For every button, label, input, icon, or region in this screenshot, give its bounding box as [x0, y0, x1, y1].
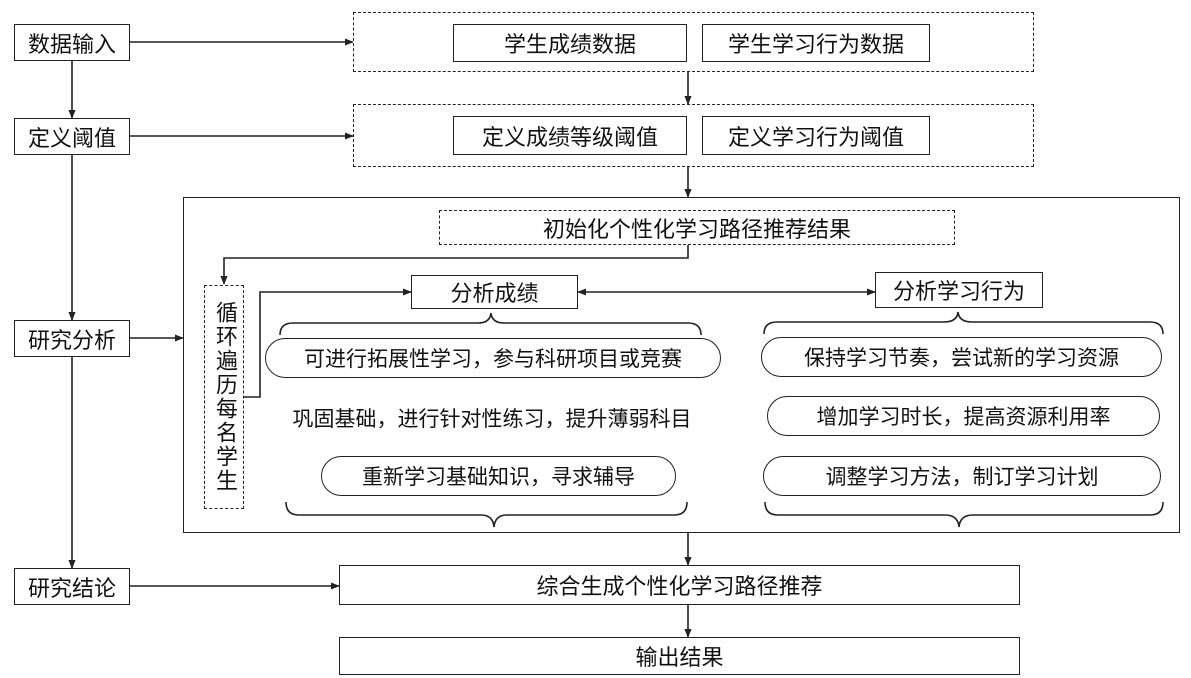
- output-box: 输出结果: [339, 637, 1020, 675]
- score-level-threshold: 定义成绩等级阈值: [453, 116, 687, 155]
- init-recommendation-result: 初始化个性化学习路径推荐结果: [439, 210, 955, 245]
- step-data-input: 数据输入: [14, 24, 130, 61]
- student-behavior-data: 学生学习行为数据: [702, 24, 930, 62]
- brace-behavior-top: [763, 311, 1164, 335]
- analyze-grade: 分析成绩: [411, 275, 578, 309]
- arrow-init-to-loop: [220, 245, 689, 285]
- analyze-behavior: 分析学习行为: [875, 272, 1043, 308]
- grade-suggestion-3: 重新学习基础知识，寻求辅导: [321, 456, 676, 496]
- behavior-suggestion-3: 调整学习方法，制订学习计划: [763, 456, 1161, 496]
- brace-grade-top: [279, 312, 702, 336]
- behavior-suggestion-1: 保持学习节奏，尝试新的学习资源: [761, 337, 1162, 377]
- step-research-analysis: 研究分析: [14, 320, 130, 357]
- arrow-loop-to-grade: [244, 288, 412, 398]
- behavior-threshold: 定义学习行为阈值: [702, 116, 930, 155]
- analysis-frame: [183, 197, 1180, 533]
- grade-suggestion-2: 巩固基础，进行针对性练习，提升薄弱科目: [292, 407, 692, 431]
- brace-behavior-bottom: [764, 501, 1164, 528]
- grade-suggestion-1: 可进行拓展性学习，参与科研项目或竞赛: [265, 338, 721, 378]
- loop-each-student: 循环遍历每名学生: [204, 285, 244, 509]
- brace-grade-bottom: [285, 501, 688, 528]
- step-define-threshold: 定义阈值: [14, 118, 130, 155]
- student-score-data: 学生成绩数据: [453, 24, 687, 62]
- behavior-suggestion-2: 增加学习时长，提高资源利用率: [767, 396, 1160, 436]
- synthesis-box: 综合生成个性化学习路径推荐: [339, 565, 1020, 605]
- step-research-conclusion: 研究结论: [14, 568, 130, 605]
